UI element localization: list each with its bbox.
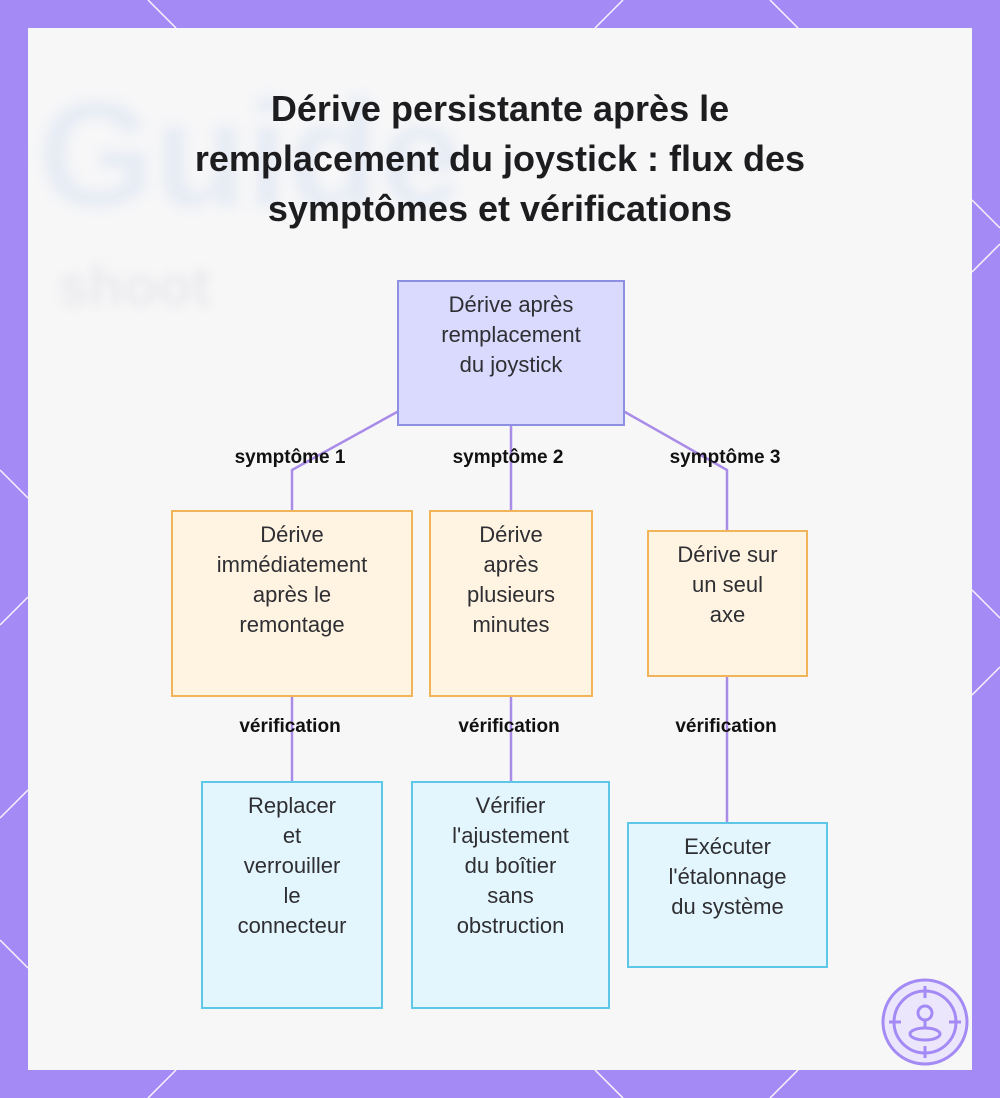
edge-label-check-2: vérification <box>458 716 560 737</box>
title-line: symptômes et vérifications <box>267 188 733 229</box>
node-text-line: verrouiller <box>243 853 341 878</box>
node-text-line: sans <box>487 883 534 908</box>
edge-label-check-3: vérification <box>675 716 777 737</box>
edge-label-symptom-1: symptôme 1 <box>234 447 346 468</box>
node-text-line: l'ajustement <box>452 823 569 848</box>
node-text-line: et <box>282 823 302 848</box>
connector-root-symptom-3 <box>623 410 729 532</box>
node-text-line: le <box>283 883 301 908</box>
node-text-line: après <box>483 552 539 577</box>
node-text-line: remontage <box>239 612 345 637</box>
check-node-3: Exécuter l'étalonnage du système <box>627 822 828 968</box>
title-line: Dérive persistante après le <box>270 88 730 129</box>
symptom-node-2: Dérive après plusieurs minutes <box>429 510 593 697</box>
target-gamepad-icon <box>881 978 969 1066</box>
diagram-title: Dérive persistante après le remplacement… <box>100 84 900 234</box>
symptom-node-1: Dérive immédiatement après le remontage <box>171 510 413 697</box>
node-text-line: du système <box>671 894 784 919</box>
symptom-node-3: Dérive sur un seul axe <box>647 530 808 677</box>
root-node: Dérive après remplacement du joystick <box>397 280 625 426</box>
check-node-2: Vérifier l'ajustement du boîtier sans ob… <box>411 781 610 1009</box>
node-text-line: un seul <box>692 572 763 597</box>
node-text-line: du boîtier <box>464 853 557 878</box>
node-text-line: plusieurs <box>466 582 556 607</box>
node-text-line: Vérifier <box>475 793 546 818</box>
node-text-line: Replacer <box>247 793 337 818</box>
node-text-line: Dérive <box>479 522 543 547</box>
node-text-line: remplacement <box>441 322 581 347</box>
node-text-line: après le <box>252 582 332 607</box>
edge-label-symptom-2: symptôme 2 <box>452 447 564 468</box>
node-text-line: du joystick <box>459 352 563 377</box>
connector-root-symptom-1 <box>290 410 399 512</box>
node-text-line: immédiatement <box>216 552 368 577</box>
edge-label-check-1: vérification <box>239 716 341 737</box>
background-watermark-text: Guide <box>38 70 464 238</box>
edge-label-symptom-3: symptôme 3 <box>669 447 781 468</box>
title-line: remplacement du joystick : flux des <box>194 138 806 179</box>
check-node-1: Replacer et verrouiller le connecteur <box>201 781 383 1009</box>
node-text-line: l'étalonnage <box>668 864 787 889</box>
node-text-line: minutes <box>472 612 550 637</box>
node-text-line: Dérive après <box>448 292 574 317</box>
node-text-line: obstruction <box>456 913 565 938</box>
background-watermark-subtext: shoot <box>58 254 211 317</box>
node-text-line: Dérive <box>260 522 324 547</box>
node-text-line: Dérive sur <box>677 542 778 567</box>
node-text-line: axe <box>709 602 746 627</box>
node-text-line: connecteur <box>237 913 347 938</box>
node-text-line: Exécuter <box>684 834 771 859</box>
